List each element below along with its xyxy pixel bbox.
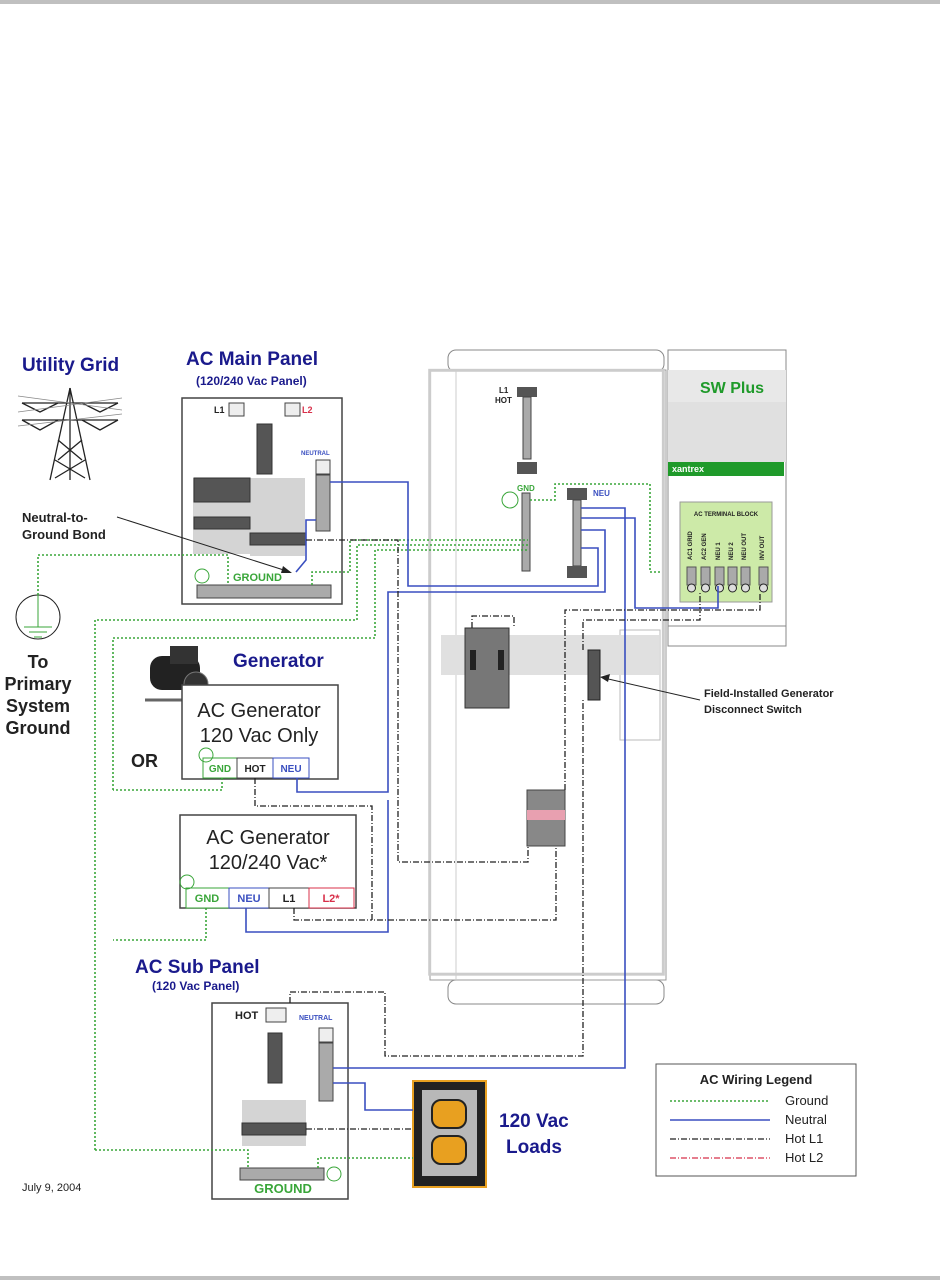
neu-bus-top — [567, 488, 587, 500]
terminal-screw-icon — [741, 583, 750, 593]
loads-line2: Loads — [506, 1137, 562, 1158]
legend-item-hot-l1: Hot L1 — [785, 1131, 823, 1146]
main-panel-title: AC Main Panel — [186, 349, 318, 370]
terminal-slot — [758, 566, 769, 586]
terminal-screw-icon — [687, 583, 696, 593]
l1-bus-top — [517, 387, 537, 397]
main-l1-label: L1 — [214, 405, 225, 415]
sub-panel-subtitle: (120 Vac Panel) — [152, 979, 239, 993]
gen2-gnd-terminal: GND — [195, 893, 220, 905]
l1-hot-bus — [522, 396, 532, 460]
bond-arrowhead-icon — [281, 566, 292, 573]
gen1-gnd-terminal: GND — [209, 764, 231, 775]
disconnect-label-line1: Field-Installed Generator — [704, 688, 834, 700]
main-ground-label: GROUND — [233, 572, 282, 584]
generator-title: Generator — [233, 651, 324, 672]
terminal-label: AC2 GEN — [702, 533, 708, 560]
terminal-label: NEU 2 — [729, 542, 735, 560]
terminal-screw-icon — [759, 583, 768, 593]
terminal-block-title: AC TERMINAL BLOCK — [694, 512, 759, 518]
terminal-label: AC1 GRID — [688, 531, 694, 560]
main-l2-label: L2 — [302, 405, 313, 415]
sub-panel-title: AC Sub Panel — [135, 957, 260, 978]
terminal-labels: AC1 GRID AC2 GEN NEU 1 NEU 2 NEU OUT INV OUT — [686, 531, 769, 593]
terminal-label: NEU 1 — [716, 542, 722, 560]
neu-bus — [572, 499, 582, 567]
gen2-neu-terminal: NEU — [237, 893, 260, 905]
ground-primary-label: Primary — [4, 674, 71, 694]
gen1-neu-terminal: NEU — [280, 764, 301, 775]
bond-arrow — [116, 516, 291, 573]
gnd-bus — [521, 492, 531, 572]
generator-breaker — [464, 627, 510, 709]
terminal-label: INV OUT — [760, 535, 766, 560]
terminal-screw-icon — [701, 583, 710, 593]
box-neu-label: NEU — [593, 489, 610, 498]
earth-ground-icon — [15, 594, 61, 640]
ground-to-label: To — [28, 652, 49, 672]
legend-item-ground: Ground — [785, 1093, 828, 1108]
neu-bus-bottom — [567, 566, 587, 578]
terminal-screw-icon — [715, 583, 724, 593]
legend-item-hot-l2: Hot L2 — [785, 1150, 823, 1165]
outlet-icon — [412, 1080, 487, 1188]
legend-item-neutral: Neutral — [785, 1112, 827, 1127]
utility-grid-label: Utility Grid — [22, 355, 119, 376]
disconnect-arrow — [603, 677, 701, 701]
page-top-rule — [0, 0, 940, 4]
l1-bus-bottom — [517, 462, 537, 474]
gen1-hot-terminal: HOT — [244, 764, 265, 775]
disconnect-switch-icon — [587, 649, 601, 701]
sub-neutral-label: NEUTRAL — [299, 1015, 333, 1022]
hot-l1-wires — [254, 539, 761, 1130]
disconnect-label-line2: Disconnect Switch — [704, 704, 802, 716]
terminal-slot — [727, 566, 738, 586]
gen2-line1: AC Generator — [206, 827, 330, 849]
sw-plus-label: SW Plus — [700, 380, 764, 397]
terminal-slot — [740, 566, 751, 586]
generator-120-240v — [179, 814, 357, 909]
terminal-slot — [700, 566, 711, 586]
legend — [655, 1063, 857, 1177]
l1-hot-label-2: HOT — [495, 396, 512, 405]
generator-120v — [181, 684, 339, 780]
wires — [37, 481, 761, 1168]
fuse-strip — [527, 810, 565, 820]
main-panel — [181, 397, 343, 605]
ground-wires — [37, 483, 662, 1168]
sub-panel — [211, 1002, 349, 1200]
neutral-wires — [245, 481, 719, 1111]
sub-ground-label: GROUND — [254, 1181, 312, 1196]
xantrex-logo: xantrex — [672, 464, 704, 474]
sw-plus-inverter — [667, 349, 787, 647]
terminal-screw-icon — [728, 583, 737, 593]
gnd-symbol-icon — [501, 491, 519, 509]
sub-hot-label: HOT — [235, 1010, 259, 1022]
terminal-slot — [714, 566, 725, 586]
gen2-l1-terminal: L1 — [283, 893, 296, 905]
ground-system-label: System — [6, 696, 70, 716]
main-neutral-label: NEUTRAL — [301, 451, 330, 457]
page-bottom-rule — [0, 1276, 940, 1280]
bond-label-line1: Neutral-to- — [22, 510, 88, 525]
ground-ground-label: Ground — [6, 718, 71, 738]
terminal-label: NEU OUT — [742, 533, 748, 560]
or-label: OR — [131, 751, 158, 771]
gen1-line2: 120 Vac Only — [200, 725, 319, 747]
gen2-line2: 120/240 Vac* — [209, 852, 328, 874]
utility-tower-icon — [17, 387, 123, 481]
terminal-slot — [686, 566, 697, 586]
main-panel-subtitle: (120/240 Vac Panel) — [196, 374, 307, 388]
box-gnd-label: GND — [517, 484, 535, 493]
l1-hot-label-1: L1 — [499, 386, 509, 395]
bond-label-line2: Ground Bond — [22, 527, 106, 542]
date-label: July 9, 2004 — [22, 1182, 81, 1194]
gen1-line1: AC Generator — [197, 700, 321, 722]
gen2-l2-terminal: L2* — [322, 893, 340, 905]
legend-title: AC Wiring Legend — [700, 1072, 813, 1087]
loads-line1: 120 Vac — [499, 1111, 569, 1132]
disconnect-arrowhead-icon — [600, 674, 610, 682]
